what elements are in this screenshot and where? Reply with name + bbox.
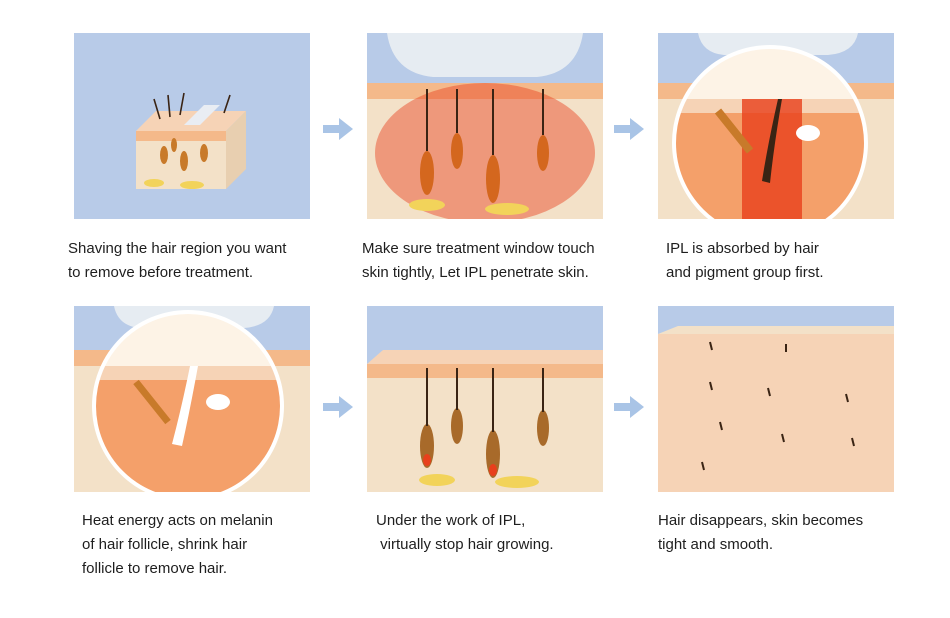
step-3-illustration <box>658 33 894 219</box>
right-arrow-icon <box>614 118 644 140</box>
step-3-caption: IPL is absorbed by hair and pigment grou… <box>666 240 824 281</box>
shaving-skin-cube-illustration <box>74 33 310 219</box>
hair-growth-stop-illustration <box>367 306 603 492</box>
ipl-absorption-illustration <box>658 33 894 219</box>
step-4-illustration <box>74 306 310 492</box>
step-2-illustration <box>367 33 603 219</box>
step-2-caption: Make sure treatment window touch skin ti… <box>362 240 595 281</box>
step-5-illustration <box>367 306 603 492</box>
heat-follicle-illustration <box>74 306 310 492</box>
step-1-illustration <box>74 33 310 219</box>
step-6-illustration <box>658 306 894 492</box>
step-5-caption: Under the work of IPL, virtually stop ha… <box>376 512 554 553</box>
right-arrow-icon <box>323 396 353 418</box>
step-1-caption: Shaving the hair region you want to remo… <box>68 240 287 281</box>
right-arrow-icon <box>323 118 353 140</box>
smooth-skin-illustration <box>658 306 894 492</box>
step-4-caption: Heat energy acts on melanin of hair foll… <box>82 512 273 577</box>
right-arrow-icon <box>614 396 644 418</box>
step-6-caption: Hair disappears, skin becomes tight and … <box>658 512 864 553</box>
treatment-window-illustration <box>367 33 603 219</box>
